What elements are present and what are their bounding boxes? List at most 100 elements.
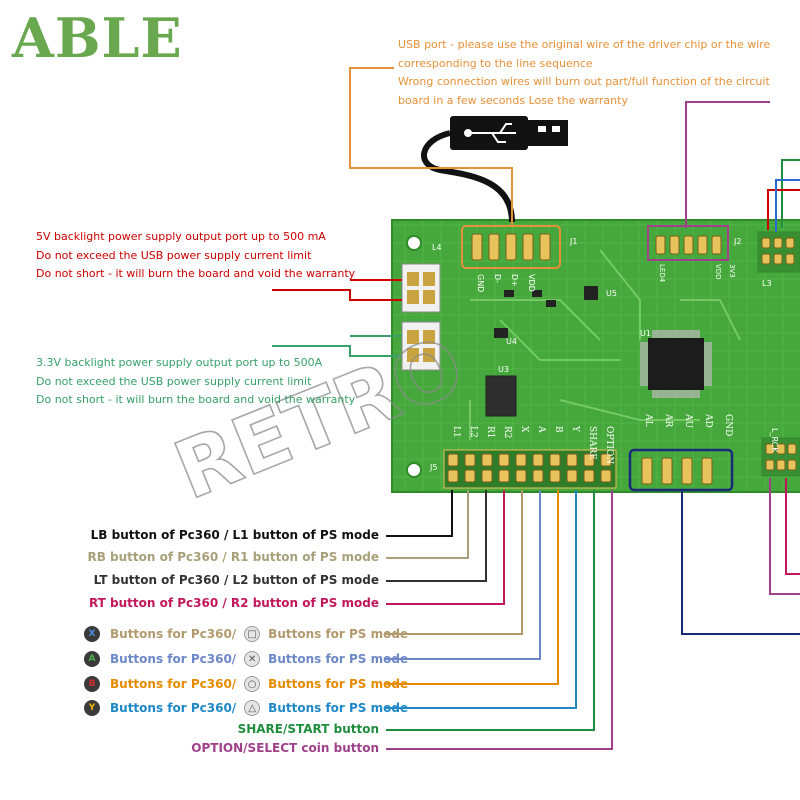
silk-u5: U5 <box>606 289 617 298</box>
lb-button-label: LB button of Pc360 / L1 button of PS mod… <box>90 528 379 542</box>
usb-pin-label: D- <box>493 274 502 283</box>
lead-wires <box>272 67 800 750</box>
j5-pin <box>515 469 527 483</box>
right-pin <box>761 237 771 249</box>
ps-cross-icon: ✕ <box>244 651 261 667</box>
j5-pin <box>583 453 595 467</box>
silk-l3: L3 <box>762 279 772 288</box>
ps-label: Buttons for PS mode <box>268 627 409 641</box>
connector-3v3 <box>401 321 441 371</box>
rb-button-label: RB button of Pc360 / R1 button of PS mod… <box>87 550 379 564</box>
backlight-5v-line: Do not exceed the USB power supply curre… <box>36 248 312 262</box>
j5-pin <box>464 469 476 483</box>
j2-pin-label: 3V3 <box>728 264 736 278</box>
silk-l-rck: L_RCK <box>770 428 779 453</box>
connector-5v <box>401 263 441 313</box>
ps-label: Buttons for PS mode <box>268 652 409 666</box>
ps-triangle-icon: △ <box>244 700 261 716</box>
face-button-y-row: Y Buttons for Pc360/ △ Buttons for PS mo… <box>84 699 408 717</box>
j5-pin <box>498 469 510 483</box>
usb-pin <box>539 233 551 261</box>
j2-pin <box>655 235 666 255</box>
axis-pin <box>641 457 653 485</box>
bottom-pin-label: X <box>519 426 529 433</box>
face-button-b-row: B Buttons for Pc360/ ○ Buttons for PS mo… <box>84 675 408 693</box>
chip-u5 <box>584 286 598 300</box>
ps-label: Buttons for PS mode <box>268 677 409 691</box>
axis-pin-label: AU <box>683 413 693 428</box>
backlight-3v3-line: Do not short - it will burn the board an… <box>36 393 356 406</box>
bottom-pin-label: OPTION <box>604 426 614 464</box>
usb-pin <box>505 233 517 261</box>
smd-l2 <box>532 290 542 297</box>
usb-plug-icon <box>421 116 568 223</box>
right-pin <box>773 253 783 265</box>
share-start-label: SHARE/START button <box>237 722 379 736</box>
right-pin <box>785 237 795 249</box>
j5-pin <box>481 469 493 483</box>
bottom-pin-label: R1 <box>485 426 495 439</box>
axis-pin-label: AD <box>703 413 713 428</box>
usb-pin-label: VDD <box>527 274 536 292</box>
right-pin <box>785 253 795 265</box>
bottom-pin-label: L2 <box>468 426 478 438</box>
right-pin <box>776 459 786 471</box>
backlight-5v-line: 5V backlight power supply output port up… <box>36 230 326 243</box>
usb-pins <box>471 233 551 261</box>
silk-u4: U4 <box>506 337 517 346</box>
ps-label: Buttons for PS mode <box>268 701 409 715</box>
j2-pin-label: LED4 <box>658 264 666 283</box>
right-pin <box>761 253 771 265</box>
j5-pin <box>566 453 578 467</box>
header-j2 <box>647 225 729 261</box>
usb-port-note: USB port - please use the original wire … <box>398 36 770 110</box>
rt-button-label: RT button of Pc360 / R2 button of PS mod… <box>88 596 379 610</box>
bottom-pin-label: L1 <box>451 426 461 438</box>
header-j5 <box>443 449 617 489</box>
right-pin <box>776 443 786 455</box>
axis-pin <box>681 457 693 485</box>
usb-note-line: USB port - please use the original wire … <box>398 38 771 51</box>
axis-pin <box>701 457 713 485</box>
brand-logo: ABLE <box>12 6 183 70</box>
j5-pin <box>532 453 544 467</box>
ps-square-icon: □ <box>244 626 261 642</box>
header-right <box>757 231 800 273</box>
face-button-a-row: A Buttons for Pc360/ ✕ Buttons for PS mo… <box>84 650 408 668</box>
smd-l1 <box>504 290 514 297</box>
axis-pin-label: GND <box>723 414 733 436</box>
xbox-a-icon: A <box>84 651 100 667</box>
silk-l4: L4 <box>432 243 442 252</box>
usb-note-line: board in a few seconds Lose the warranty <box>398 93 628 107</box>
j2-pin <box>683 235 694 255</box>
backlight-5v-note: 5V backlight power supply output port up… <box>36 228 355 284</box>
smd-l3 <box>546 300 556 307</box>
ps-circle-icon: ○ <box>244 676 261 692</box>
j5-pin <box>549 453 561 467</box>
j5-pin <box>481 453 493 467</box>
option-select-label: OPTION/SELECT coin button <box>191 741 379 755</box>
right-pin <box>787 443 797 455</box>
j5-pin <box>464 453 476 467</box>
xbox-y-icon: Y <box>84 700 100 716</box>
j5-pin <box>566 469 578 483</box>
j5-pin <box>549 469 561 483</box>
axis-pin-label: AR <box>663 413 673 427</box>
j5-pin <box>498 453 510 467</box>
silk-j1: J1 <box>569 237 577 246</box>
j5-pin <box>583 469 595 483</box>
j5-pin <box>447 453 459 467</box>
j5-pin <box>532 469 544 483</box>
xbox-b-icon: B <box>84 676 100 692</box>
pc-label: Buttons for Pc360/ <box>110 677 237 691</box>
mount-hole-top <box>406 235 422 251</box>
silk-j2: J2 <box>733 237 741 246</box>
usb-note-line: Wrong connection wires will burn out par… <box>398 75 770 88</box>
j2-pin-label: VDD <box>714 264 722 280</box>
mount-hole-bottom <box>406 462 422 478</box>
backlight-3v3-line: Do not exceed the USB power supply curre… <box>36 374 312 388</box>
pcb-board: L4 J1 J2 J5 U1 U3 U4 U5 L3 L_RCK GNDD-D+… <box>391 219 800 493</box>
axis-pin-label: AL <box>643 413 653 426</box>
bottom-pin-label: R2 <box>502 426 512 439</box>
